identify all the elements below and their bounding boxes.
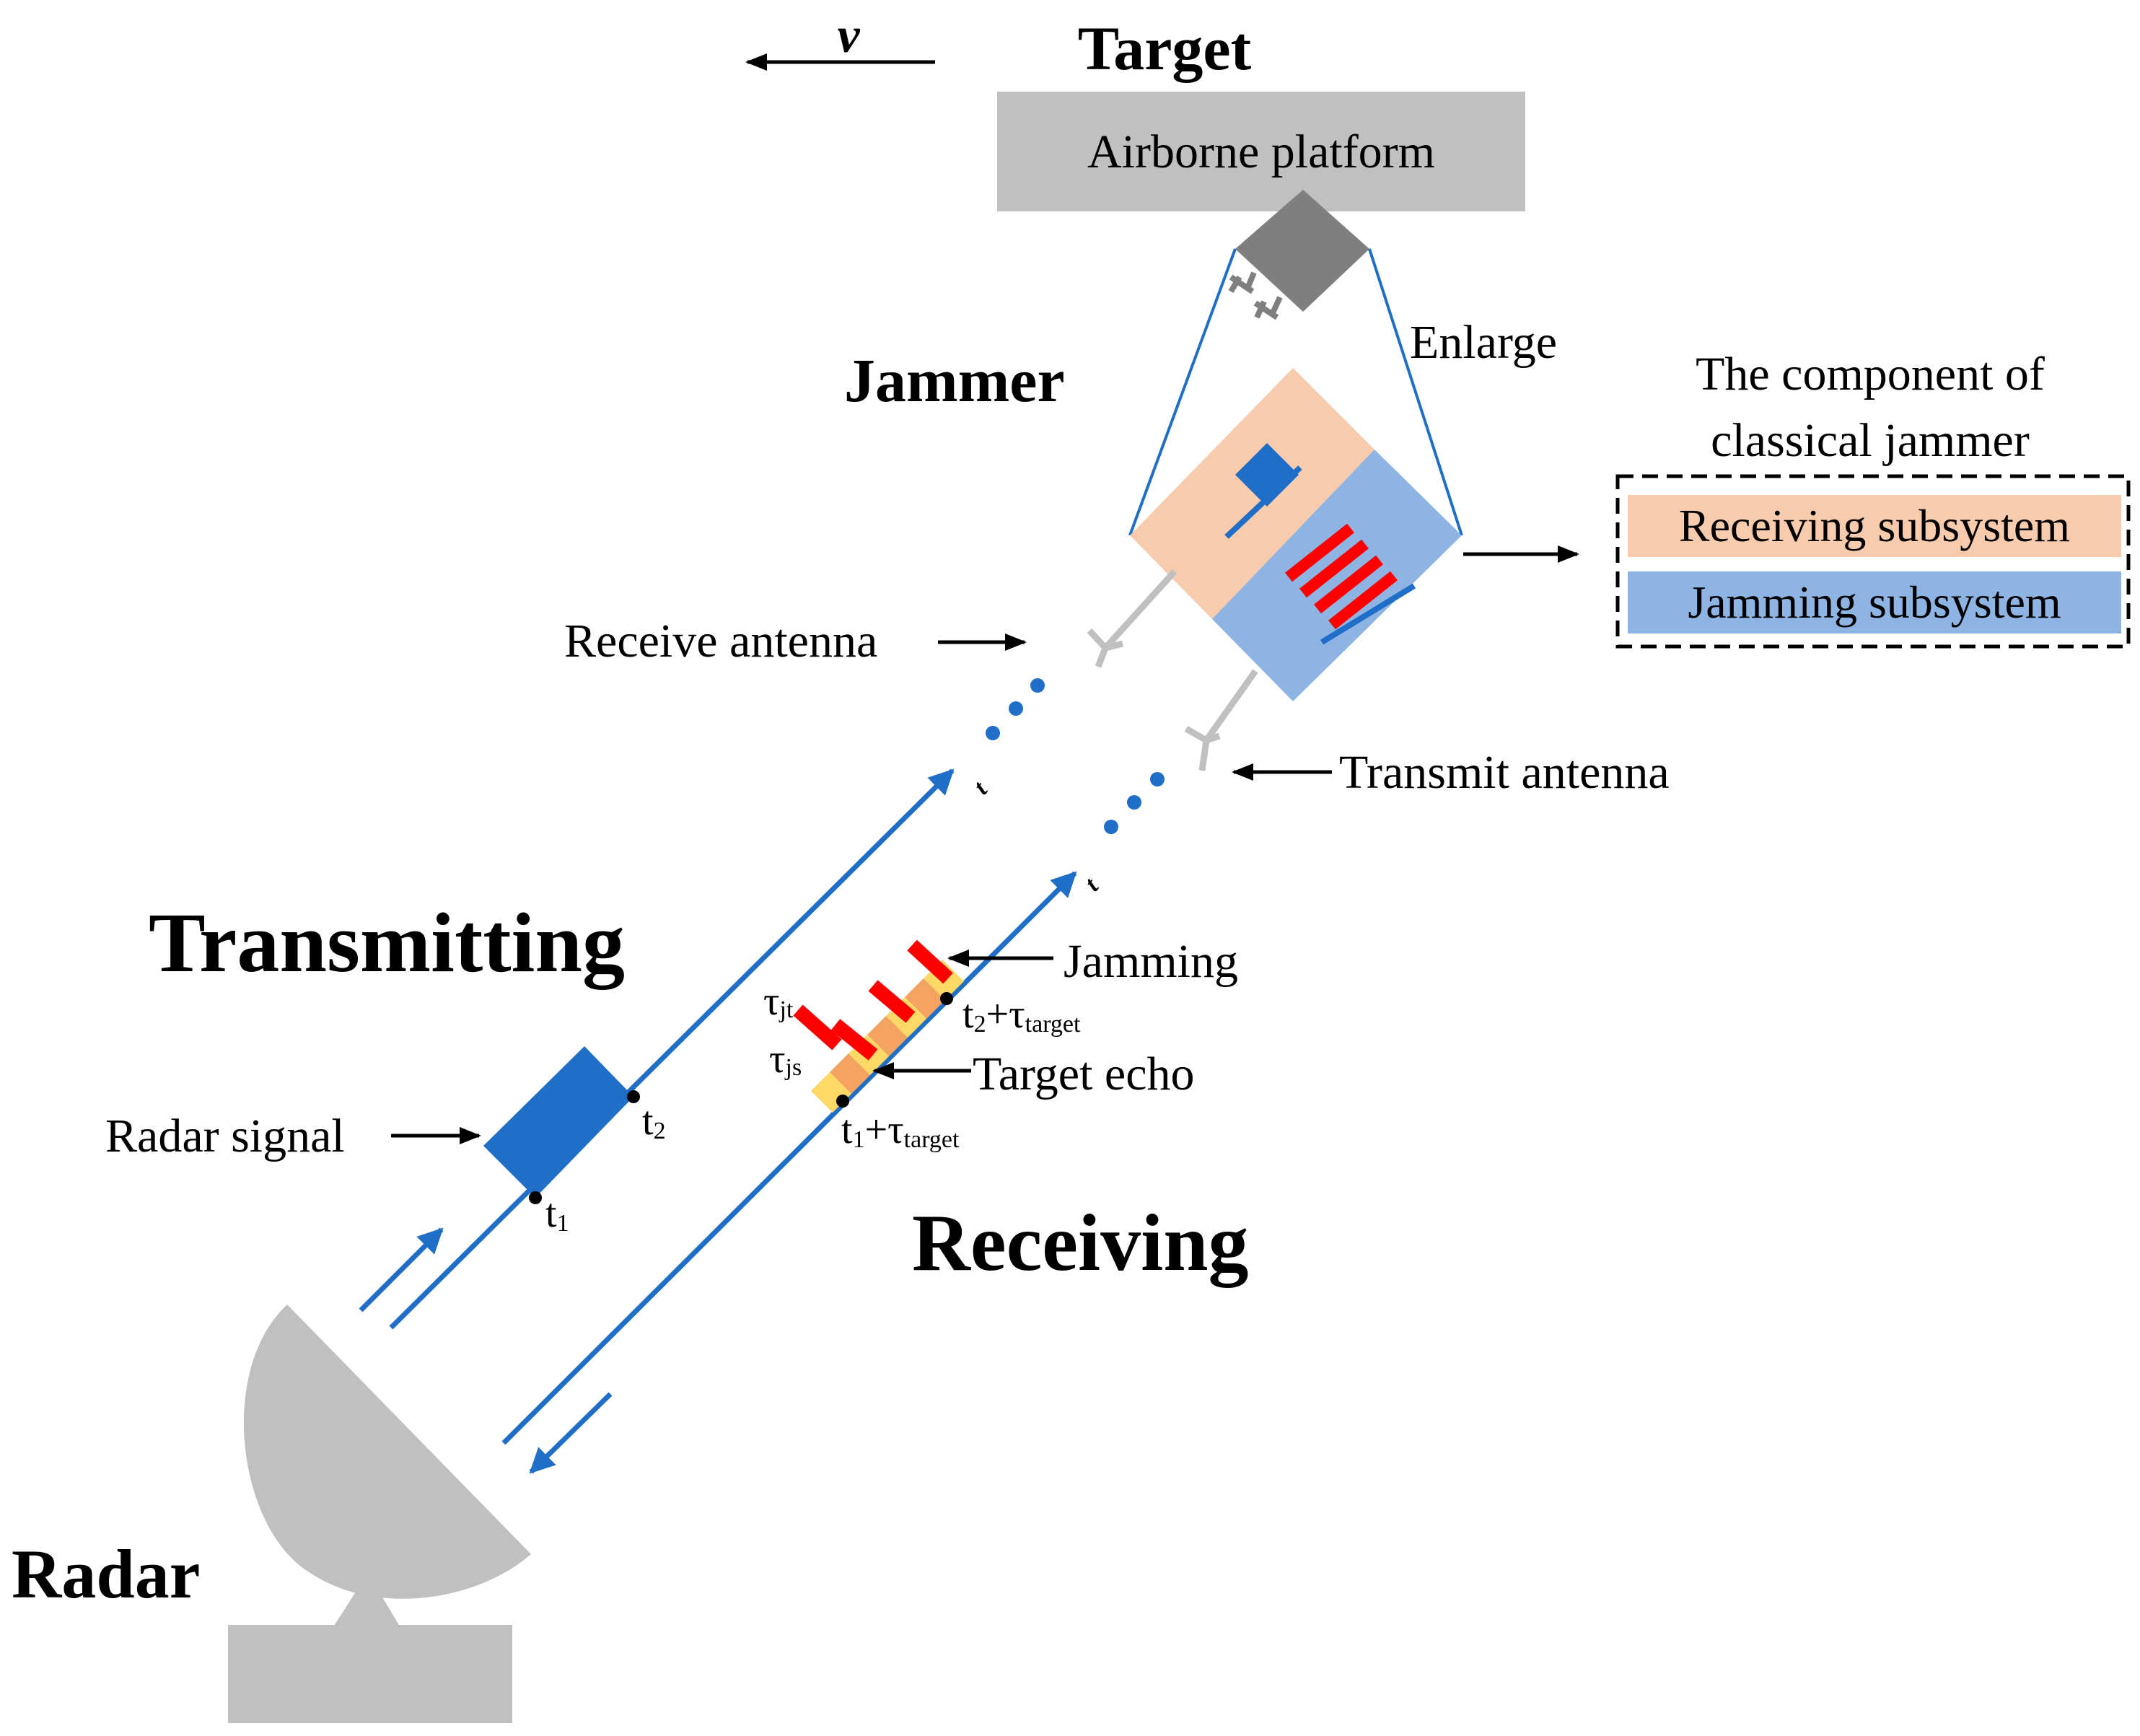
echo-t2-label: t2+τtarget [962, 992, 1081, 1038]
jamming-subsystem-box [1628, 571, 2121, 634]
radar-signal: t2 t1 [483, 1046, 666, 1237]
target-echo-label: Target echo [973, 1048, 1195, 1100]
airborne-platform: Airborne platform [997, 92, 1525, 211]
receiving-title: Receiving [912, 1198, 1249, 1288]
jamming-callout: Jamming [947, 935, 1238, 988]
jammer-jamming-section [1212, 450, 1462, 701]
receive-antenna-label: Receive antenna [564, 615, 877, 667]
transmit-beam-line [389, 768, 955, 1330]
radar-title: Radar [12, 1535, 200, 1613]
transmitting-title: Transmitting [149, 895, 625, 990]
receive-direction-arrow [529, 1392, 613, 1474]
radar-base [228, 1625, 512, 1723]
target-echo-callout: Target echo [872, 1048, 1195, 1100]
component-title-line1: The component of [1696, 348, 2045, 400]
radar-antenna [228, 1305, 531, 1723]
tau-js-label: τjs [769, 1037, 802, 1082]
enlarge-label: Enlarge [1410, 316, 1557, 369]
radar-dish [243, 1305, 531, 1599]
transmit-antenna-icon [1184, 669, 1258, 771]
receiving-subsystem-box [1628, 495, 2121, 557]
radar-signal-t2-dot [627, 1090, 640, 1103]
radar-signal-t2-label: t2 [642, 1099, 666, 1144]
echo-t2-dot [940, 992, 953, 1005]
velocity-label: v [837, 8, 860, 63]
tau-jt-label: τjt [763, 979, 794, 1024]
echo-t1-label: t1+τtarget [841, 1108, 960, 1153]
jammer-small [1228, 190, 1369, 320]
jammer-receiving-section [1130, 368, 1374, 619]
receiving-subsystem-label: Receiving subsystem [1679, 500, 2070, 551]
component-title-line2: classical jammer [1711, 414, 2030, 467]
jammer-title: Jammer [844, 346, 1065, 415]
echo-t1-dot [836, 1095, 849, 1108]
jammer-jamming-bars [1285, 523, 1398, 630]
jammer-small-antenna-2 [1253, 296, 1283, 320]
transmit-antenna-callout: Transmit antenna [1232, 746, 1670, 799]
transmit-antenna-label: Transmit antenna [1339, 746, 1670, 799]
radar-signal-callout: Radar signal [105, 1110, 481, 1162]
transmit-time-axis-label: t [969, 776, 994, 800]
receive-beam-line [501, 871, 1077, 1445]
airborne-platform-label: Airborne platform [1087, 126, 1435, 178]
radar-stand [329, 1573, 404, 1634]
airborne-platform-box [997, 92, 1525, 211]
velocity-indicator: v [745, 8, 935, 71]
component-legend-border [1615, 474, 2131, 649]
component-legend: Receiving subsystem Jamming subsystem [1615, 474, 2131, 649]
transmit-direction-arrow [359, 1227, 444, 1312]
transmit-beam-dots [986, 678, 1045, 740]
target-title: Target [1078, 14, 1252, 83]
jamming-label: Jamming [1064, 935, 1238, 988]
jamming-bars [793, 939, 953, 1061]
jammer-small-antenna-1 [1228, 271, 1257, 294]
echo-jamming-stack: t2+τtarget t1+τtarget τjt τjs [763, 939, 1081, 1153]
receive-beam-dots [1104, 772, 1165, 834]
enlarge-line-right [1368, 248, 1463, 536]
receive-antenna-callout: Receive antenna [564, 615, 1027, 667]
jammer-enlarged [1087, 368, 1462, 771]
jammer-jamming-base [1320, 583, 1416, 645]
radar-signal-pulse [483, 1046, 633, 1198]
jammer-small-body [1235, 190, 1369, 312]
enlarge-line-left [1128, 248, 1237, 536]
radar-signal-label: Radar signal [105, 1110, 345, 1162]
jammer-receiver-block [1235, 443, 1299, 507]
radar-signal-t1-label: t1 [545, 1191, 569, 1237]
receive-antenna-icon [1087, 569, 1178, 668]
jamming-subsystem-label: Jamming subsystem [1688, 577, 2061, 628]
jammer-receiver-base [1224, 465, 1302, 539]
enlarge-lines [1128, 248, 1463, 536]
radar-signal-t1-dot [529, 1191, 542, 1204]
receive-time-axis-label: t [1080, 872, 1105, 897]
